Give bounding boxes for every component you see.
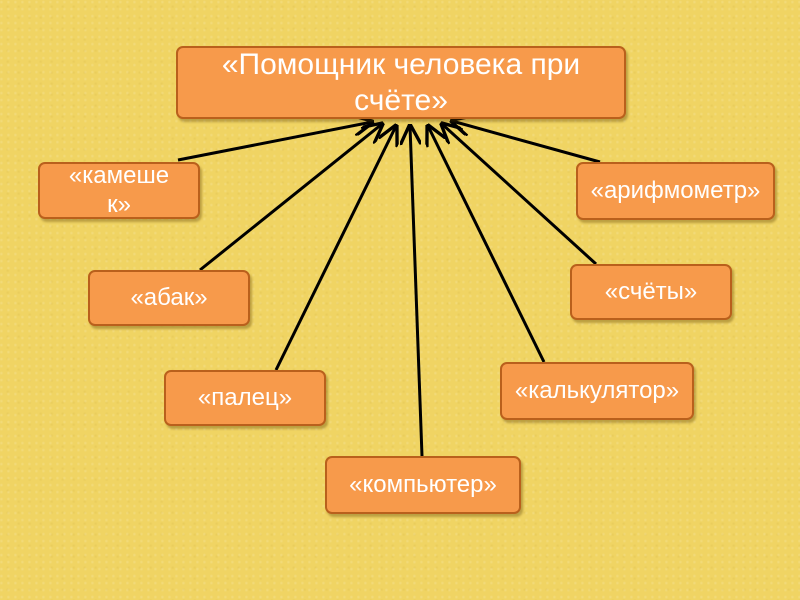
node-abak: «абак»: [88, 270, 250, 326]
node-arithmometer: «арифмометр»: [576, 162, 775, 220]
node-calculator: «калькулятор»: [500, 362, 694, 420]
arrow-arith-to-center: [452, 121, 601, 164]
center-node-label: «Помощник человека при счёте»: [221, 47, 581, 117]
arrow-abak-to-center: [199, 124, 382, 272]
node-stone: «камешек»: [38, 162, 200, 219]
node-computer-label: «компьютер»: [349, 470, 497, 498]
center-node: «Помощник человека при счёте»: [176, 46, 626, 119]
arrow-finger-to-center: [274, 126, 396, 371]
node-finger: «палец»: [164, 370, 326, 426]
arrow-schety-to-center: [442, 124, 598, 266]
node-schety-label: «счёты»: [604, 277, 698, 305]
node-stone-label: «камешек»: [68, 161, 170, 218]
arrow-stone-to-center: [177, 122, 372, 162]
node-schety: «счёты»: [570, 264, 732, 320]
node-calculator-label: «калькулятор»: [514, 376, 680, 404]
node-finger-label: «палец»: [197, 383, 293, 411]
node-computer: «компьютер»: [325, 456, 521, 514]
node-arithmometer-label: «арифмометр»: [590, 176, 761, 204]
arrow-calc-to-center: [428, 126, 546, 363]
node-abak-label: «абак»: [130, 283, 208, 311]
arrow-computer-to-center: [410, 126, 424, 457]
